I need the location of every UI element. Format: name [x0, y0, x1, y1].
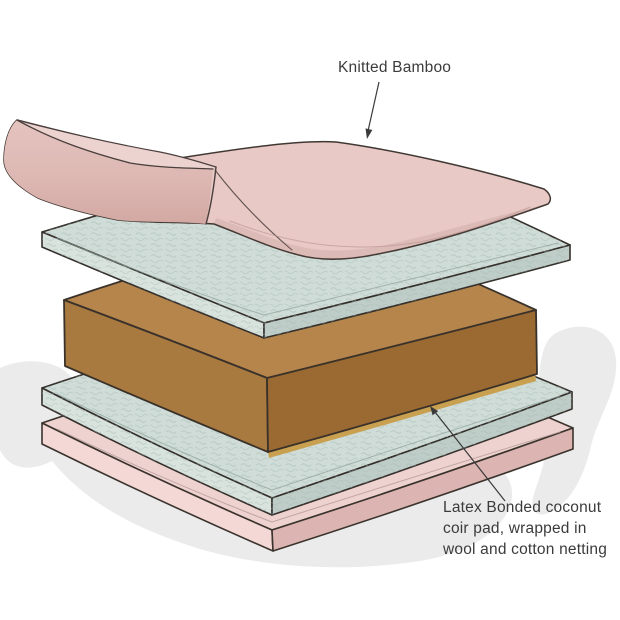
arrow-coir-pad-head: [430, 406, 439, 416]
base-pad-stitch-line: [56, 428, 561, 523]
coir-pad-right-face: [266, 309, 538, 453]
bamboo-sheet-strip-top-line: [16, 119, 217, 168]
arrow-knitted-bamboo-head: [365, 128, 373, 139]
bamboo-sheet-fold-edge: [205, 166, 217, 225]
label-coir-pad: Latex Bonded coconut coir pad, wrapped i…: [443, 497, 607, 560]
bamboo-sheet-drape-shade: [214, 204, 548, 260]
base-pad-right-face: [271, 427, 574, 552]
bamboo-sheet-valley-line: [214, 169, 293, 251]
bamboo-sheet-crest-line: [16, 119, 214, 170]
arrow-coir-pad-line: [434, 411, 506, 502]
arrow-knitted-bamboo-line: [367, 81, 380, 132]
bamboo-sheet-drape-crease: [229, 206, 531, 248]
label-coir-pad-line-3: wool and cotton netting: [443, 541, 608, 558]
shadow-right-blob: [532, 326, 617, 515]
label-knitted-bamboo: Knitted Bamboo: [338, 59, 452, 76]
bamboo-sheet-edge-strip: [17, 120, 216, 169]
bamboo-sheet-roll-underside: [4, 120, 213, 224]
quilted-lower-stitch-line: [56, 393, 561, 491]
label-coir-pad-line-2: coir pad, wrapped in: [443, 520, 587, 537]
label-coir-pad-line-1: Latex Bonded coconut: [443, 499, 602, 516]
annotation-arrows: [365, 81, 506, 502]
layer-knitted-bamboo-sheet: [3, 119, 552, 260]
quilted-upper-stitch-line: [56, 237, 559, 316]
